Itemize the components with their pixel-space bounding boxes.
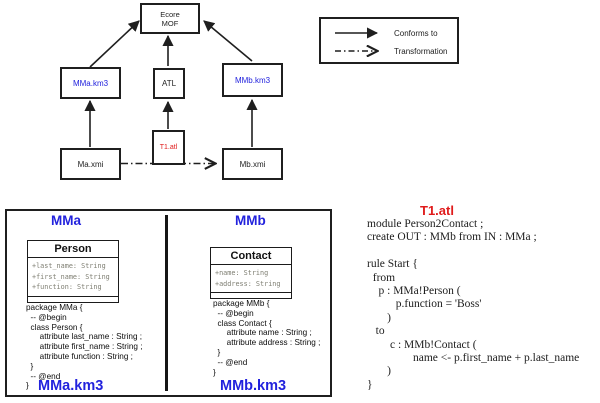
code-line: }	[213, 347, 221, 357]
code-line: attribute function : String ;	[26, 351, 133, 361]
code-line: class Contact {	[213, 318, 272, 328]
code-line: from	[367, 271, 396, 284]
legend-box: Conforms to Transformation	[319, 17, 459, 64]
code-line: }	[213, 367, 216, 377]
arrow-mma-to-ecore	[89, 20, 140, 68]
person-attributes: +last_name: String +first_name: String +fu…	[28, 258, 118, 296]
contact-empty-compartment	[211, 292, 291, 298]
code-line: attribute last_name : String ;	[26, 332, 143, 342]
code-line: }	[26, 361, 34, 371]
panel-divider	[165, 215, 168, 391]
mmb-title: MMb	[235, 213, 266, 228]
class-attribute: +name: String	[215, 269, 269, 277]
code-line: attribute address : String ;	[213, 338, 321, 348]
code-line: attribute first_name : String ;	[26, 342, 143, 352]
code-line: module Person2Contact ;	[367, 218, 484, 230]
node-ecore-line1: Ecore	[160, 9, 180, 19]
person-class-box: Person +last_name: String +first_name: St…	[27, 240, 119, 303]
class-attribute: +function: String	[32, 283, 102, 291]
contact-class-box: Contact +name: String +address: String	[210, 247, 292, 299]
legend-transformation-label: Transformation	[394, 46, 448, 56]
code-line: package MMb {	[213, 299, 270, 308]
code-line: )	[367, 311, 391, 324]
node-ecore-mof: Ecore MOF	[140, 3, 200, 34]
mma-title: MMa	[51, 213, 81, 228]
person-class-name: Person	[28, 241, 118, 258]
node-ecore-line2: MOF	[161, 18, 179, 28]
node-t1-atl: T1.atl	[152, 130, 185, 165]
mmb-km3-footer: MMb.km3	[220, 378, 287, 394]
node-atl: ATL	[153, 68, 185, 99]
code-line: to	[367, 325, 385, 338]
code-line: c : MMb!Contact (	[367, 338, 477, 351]
code-line: -- @begin	[26, 312, 67, 322]
contact-class-name: Contact	[211, 248, 291, 265]
atl-code-listing: module Person2Contact ;create OUT : MMb …	[367, 218, 579, 392]
dash-dot-arrow-icon	[335, 45, 385, 57]
contact-attributes: +name: String +address: String	[211, 265, 291, 292]
mma-km3-footer: MMa.km3	[38, 378, 104, 394]
code-line: rule Start {	[367, 258, 418, 271]
code-line	[367, 245, 579, 258]
class-attribute: +first_name: String	[32, 272, 110, 281]
solid-arrow-icon	[335, 27, 379, 39]
atl-file-title: T1.atl	[420, 203, 454, 218]
mmb-km3-code: package MMb { -- @begin class Contact { …	[213, 299, 320, 377]
code-line: )	[367, 365, 391, 378]
code-line: name <- p.first_name + p.last_name	[367, 352, 580, 365]
metamodel-panel: MMa Person +last_name: String +first_name…	[5, 209, 332, 397]
atl-code-panel: T1.atl module Person2Contact ;create OUT…	[340, 200, 600, 403]
code-line: -- @begin	[213, 308, 254, 318]
code-line: p.function = 'Boss'	[367, 298, 482, 311]
legend-row-conforms-to: Conforms to	[333, 24, 457, 42]
code-line: -- @end	[213, 357, 248, 367]
mma-km3-code: package MMa { -- @begin class Person { a…	[26, 303, 143, 391]
code-line: }	[367, 378, 373, 391]
person-empty-compartment	[28, 295, 118, 302]
node-mma-km3: MMa.km3	[60, 67, 121, 99]
node-mmb-km3: MMb.km3	[222, 63, 283, 97]
legend-row-transformation: Transformation	[333, 42, 457, 60]
legend-conforms-to-label: Conforms to	[394, 28, 438, 38]
node-mb-xmi: Mb.xmi	[222, 148, 283, 180]
class-attribute: +address: String	[215, 279, 281, 288]
node-ma-xmi: Ma.xmi	[60, 148, 121, 180]
code-line: p : MMa!Person (	[367, 285, 461, 298]
code-line: -- @end	[26, 371, 61, 381]
code-line: attribute name : String ;	[213, 328, 312, 338]
code-line: create OUT : MMb from IN : MMa ;	[367, 231, 537, 244]
code-line: class Person {	[26, 322, 83, 332]
arrow-mmb-to-ecore	[203, 20, 253, 62]
class-attribute: +last_name: String	[32, 262, 106, 270]
code-line: }	[26, 381, 29, 391]
code-line: package MMa {	[26, 303, 83, 312]
